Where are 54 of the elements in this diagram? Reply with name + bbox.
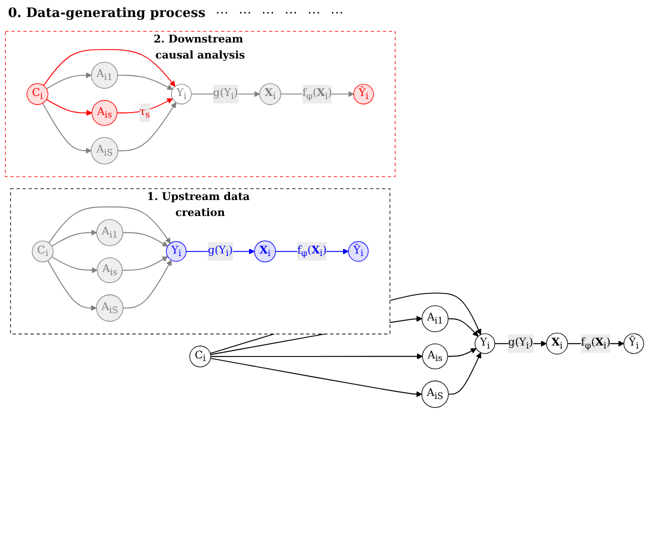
node-circle: Ŷ$_{i}$ bbox=[623, 333, 644, 354]
arrow bbox=[210, 358, 422, 398]
node-circle: A$_{i1}$ bbox=[91, 62, 118, 89]
node-circle: C$_{i}$ bbox=[26, 83, 48, 105]
arrow bbox=[51, 256, 98, 274]
node-circle: C$_{i}$ bbox=[189, 346, 212, 368]
arrow bbox=[48, 206, 171, 244]
node-circle: A$_{is}$ bbox=[96, 257, 123, 284]
edge-label: g(Y$_{i}$) bbox=[208, 243, 233, 259]
arrow bbox=[447, 348, 476, 357]
node-circle: A$_{is}$ bbox=[422, 344, 448, 370]
node-circle: A$_{iS}$ bbox=[421, 380, 449, 408]
edge-label: τ$_{s}$ bbox=[139, 104, 150, 120]
node-circle: A$_{i1}$ bbox=[422, 305, 448, 332]
arrow bbox=[122, 232, 168, 247]
arrow bbox=[46, 72, 92, 90]
node-circle: Y$_{i}$ bbox=[474, 333, 496, 354]
arrow bbox=[51, 230, 97, 247]
node-circle: Y$_{i}$ bbox=[166, 241, 187, 262]
edge-label: g(Y$_{i}$) bbox=[213, 86, 238, 102]
arrow bbox=[43, 49, 176, 87]
ellipsis: ⋯ bbox=[330, 5, 344, 21]
ellipsis: ⋯ bbox=[215, 5, 228, 21]
node-circle: X$_{i}$ bbox=[259, 83, 282, 105]
edge-label: f$_{φ}$(X$_{i}$) bbox=[302, 86, 332, 102]
arrow bbox=[46, 98, 92, 116]
panel-title: 0. Data-generating process bbox=[8, 6, 206, 20]
node-circle: A$_{is}$ bbox=[92, 100, 118, 126]
node-circle: X$_{i}$ bbox=[254, 240, 276, 262]
ellipsis: ⋯ bbox=[261, 5, 274, 21]
arrow bbox=[42, 102, 92, 154]
arrow bbox=[117, 74, 173, 90]
node-circle: Ŷ$_{i}$ bbox=[353, 84, 374, 104]
node-circle: C$_{i}$ bbox=[32, 240, 54, 262]
node-circle: A$_{iS}$ bbox=[96, 294, 124, 322]
arrow bbox=[116, 98, 173, 114]
node-circle: Ŷ$_{i}$ bbox=[348, 241, 369, 262]
edge-label: f$_{φ}$(X$_{i}$) bbox=[580, 336, 610, 352]
arrow bbox=[210, 353, 423, 360]
arrow bbox=[117, 102, 176, 152]
arrow bbox=[122, 260, 172, 309]
node-circle: A$_{i1}$ bbox=[96, 219, 124, 246]
arrow bbox=[448, 352, 482, 395]
arrow bbox=[47, 260, 97, 311]
edge-label: f$_{φ}$(X$_{i}$) bbox=[297, 243, 327, 259]
ellipsis: ⋯ bbox=[284, 5, 298, 21]
ellipsis: ⋯ bbox=[238, 5, 252, 21]
edge-label: g(Y$_{i}$) bbox=[508, 336, 534, 352]
node-circle: A$_{iS}$ bbox=[90, 137, 118, 164]
node-circle: X$_{i}$ bbox=[546, 332, 568, 354]
ellipsis: ⋯ bbox=[307, 5, 320, 21]
arrow bbox=[448, 318, 478, 337]
arrow bbox=[122, 256, 168, 271]
node-circle: Y$_{i}$ bbox=[171, 84, 192, 104]
